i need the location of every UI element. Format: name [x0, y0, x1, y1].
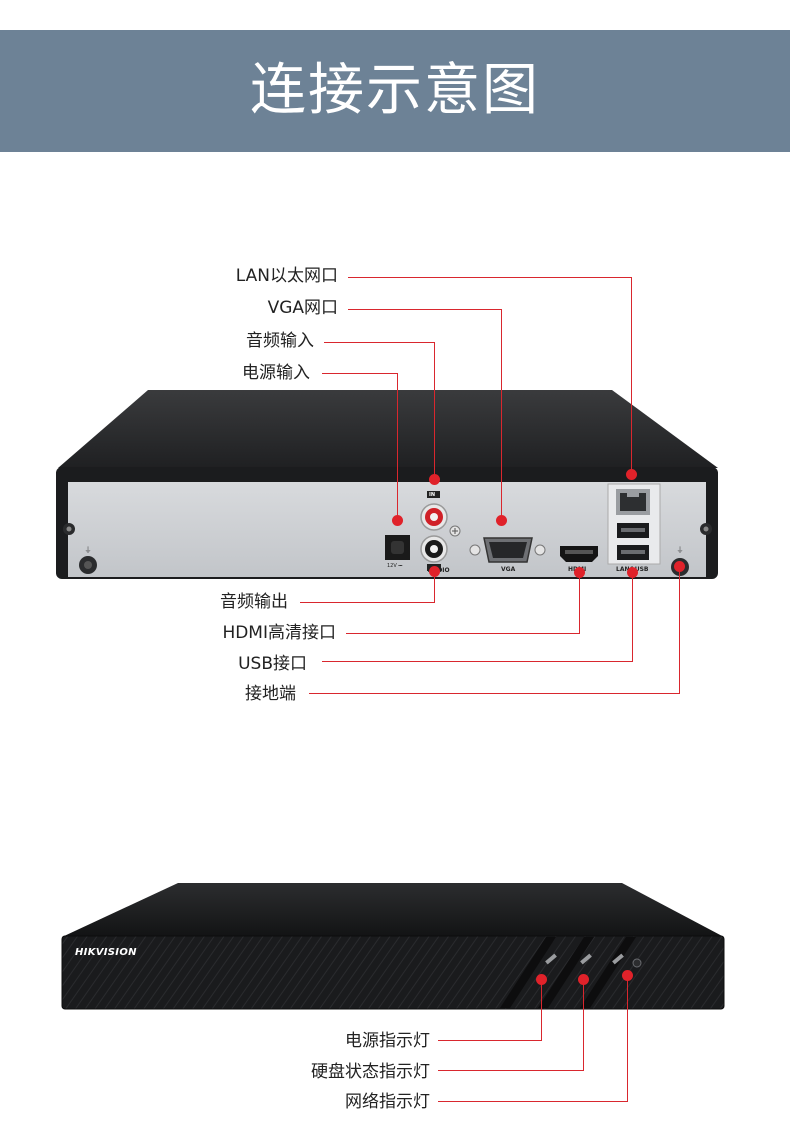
leader-audio-in-v [434, 342, 435, 479]
label-power-led: 电源指示灯 [345, 1031, 430, 1051]
marker-hdmi [574, 567, 585, 578]
label-power-in: 电源输入 [242, 363, 310, 383]
vga-mark: VGA [501, 566, 516, 573]
leader-network-led-h [438, 1101, 627, 1102]
label-usb: USB接口 [238, 654, 307, 674]
leader-ground-v [679, 567, 680, 694]
leader-power-led-v [541, 980, 542, 1041]
marker-ground [674, 561, 685, 572]
brand-logo: HIKVISION [75, 947, 137, 958]
leader-usb-h [322, 661, 632, 662]
leader-audio-out-h [300, 602, 434, 603]
label-vga: VGA网口 [267, 298, 338, 318]
header-banner: 连接示意图 [0, 30, 790, 152]
leader-hdmi-h [346, 633, 579, 634]
leader-audio-in-h [324, 342, 434, 343]
label-audio-out: 音频输出 [220, 592, 288, 612]
label-lan: LAN以太网口 [235, 266, 338, 286]
marker-hdd-led [578, 974, 589, 985]
label-hdmi: HDMI高清接口 [222, 623, 336, 643]
marker-usb [627, 567, 638, 578]
label-audio-in: 音频输入 [246, 331, 314, 351]
leader-lan-v [631, 277, 632, 472]
marker-lan [626, 469, 637, 480]
leader-audio-out-v [434, 567, 435, 603]
leader-network-led-v [627, 976, 628, 1102]
label-ground: 接地端 [245, 684, 296, 704]
label-hdd-led: 硬盘状态指示灯 [311, 1062, 430, 1082]
leader-hdd-led-h [438, 1070, 583, 1071]
leader-power-in-h [322, 373, 397, 374]
label-network-led: 网络指示灯 [345, 1092, 430, 1112]
svg-text:⏚: ⏚ [677, 546, 684, 554]
leader-ground-h [309, 693, 679, 694]
audio-in-mark: IN [429, 492, 436, 498]
leader-usb-v [632, 573, 633, 662]
voltage-mark: 12V ⎓ [387, 563, 403, 569]
marker-network-led [622, 970, 633, 981]
marker-audio-out [429, 566, 440, 577]
marker-vga [496, 515, 507, 526]
leader-lan-h [348, 277, 631, 278]
nvr-rear-illustration: ⏚ ⏚ [56, 390, 718, 579]
marker-power-led [536, 974, 547, 985]
leader-vga-v [501, 309, 502, 520]
leader-power-led-h [438, 1040, 541, 1041]
leader-hdmi-v [579, 573, 580, 634]
leader-power-in-v [397, 373, 398, 520]
page-title: 连接示意图 [250, 58, 540, 123]
marker-power-in [392, 515, 403, 526]
leader-vga-h [348, 309, 501, 310]
leader-hdd-led-v [583, 980, 584, 1071]
marker-audio-in [429, 474, 440, 485]
svg-text:⏚: ⏚ [85, 546, 92, 554]
